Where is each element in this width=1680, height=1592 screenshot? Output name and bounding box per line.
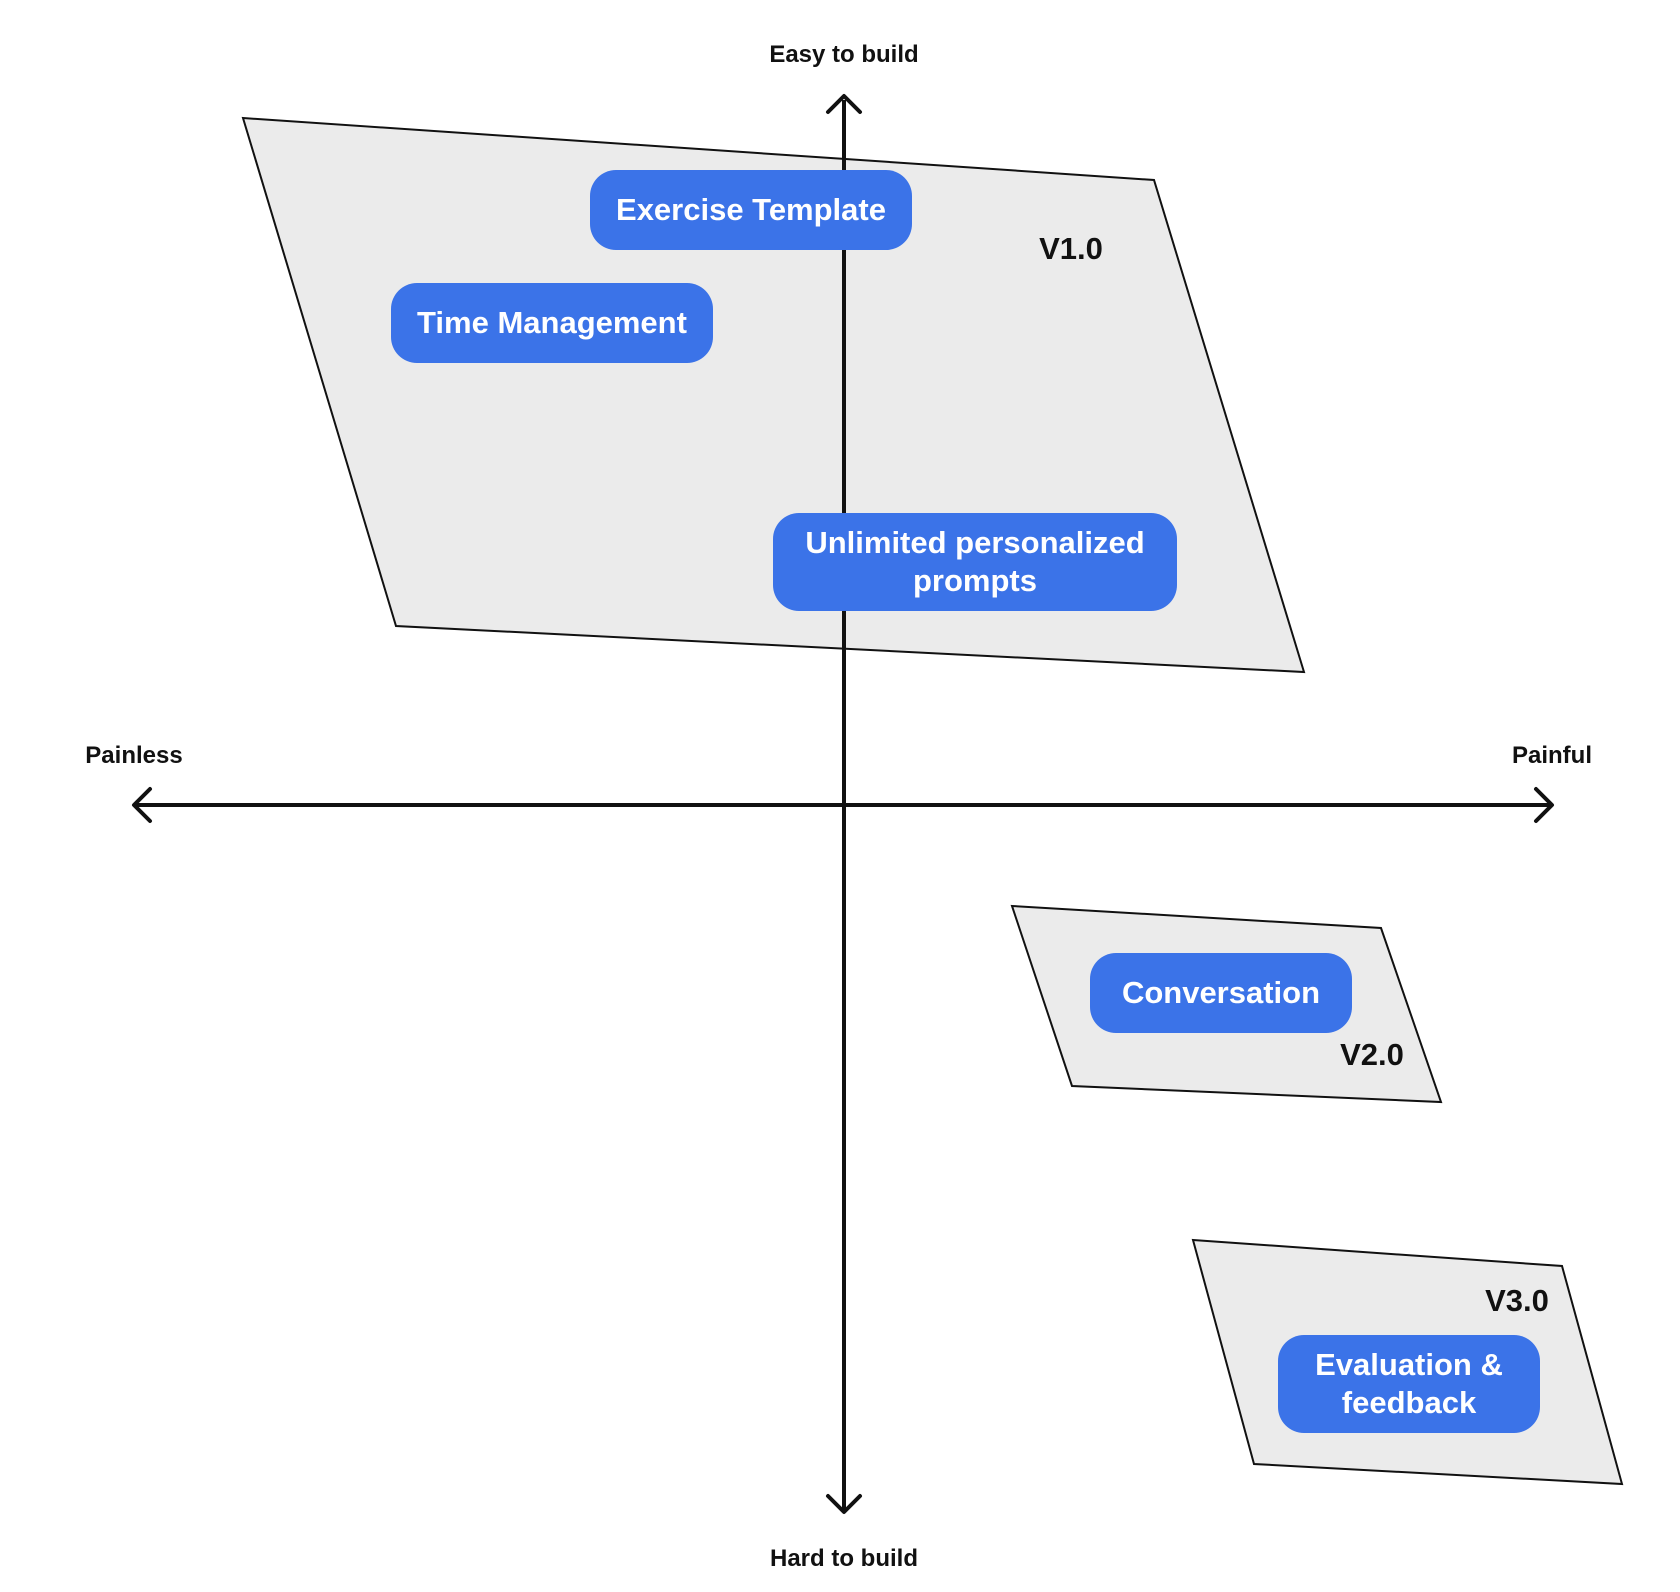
axis-label-right: Painful: [1512, 742, 1592, 769]
axis-label-bottom: Hard to build: [770, 1545, 918, 1572]
feature-exercise-template[interactable]: Exercise Template: [590, 170, 912, 250]
arrow-down-icon: [826, 1494, 862, 1514]
version-label-v2: V2.0: [1340, 1037, 1404, 1072]
arrow-right-icon: [1534, 787, 1554, 823]
feature-evaluation-feedback[interactable]: Evaluation & feedback: [1278, 1335, 1540, 1433]
axis-label-top: Easy to build: [769, 41, 918, 68]
version-label-v3: V3.0: [1485, 1283, 1549, 1318]
feature-unlimited-personalized-prompts[interactable]: Unlimited personalized prompts: [773, 513, 1177, 611]
feature-conversation[interactable]: Conversation: [1090, 953, 1352, 1033]
arrow-left-icon: [132, 787, 152, 823]
axis-label-left: Painless: [85, 742, 182, 769]
version-label-v1: V1.0: [1039, 231, 1103, 266]
arrow-up-icon: [826, 94, 862, 114]
feature-time-management[interactable]: Time Management: [391, 283, 713, 363]
